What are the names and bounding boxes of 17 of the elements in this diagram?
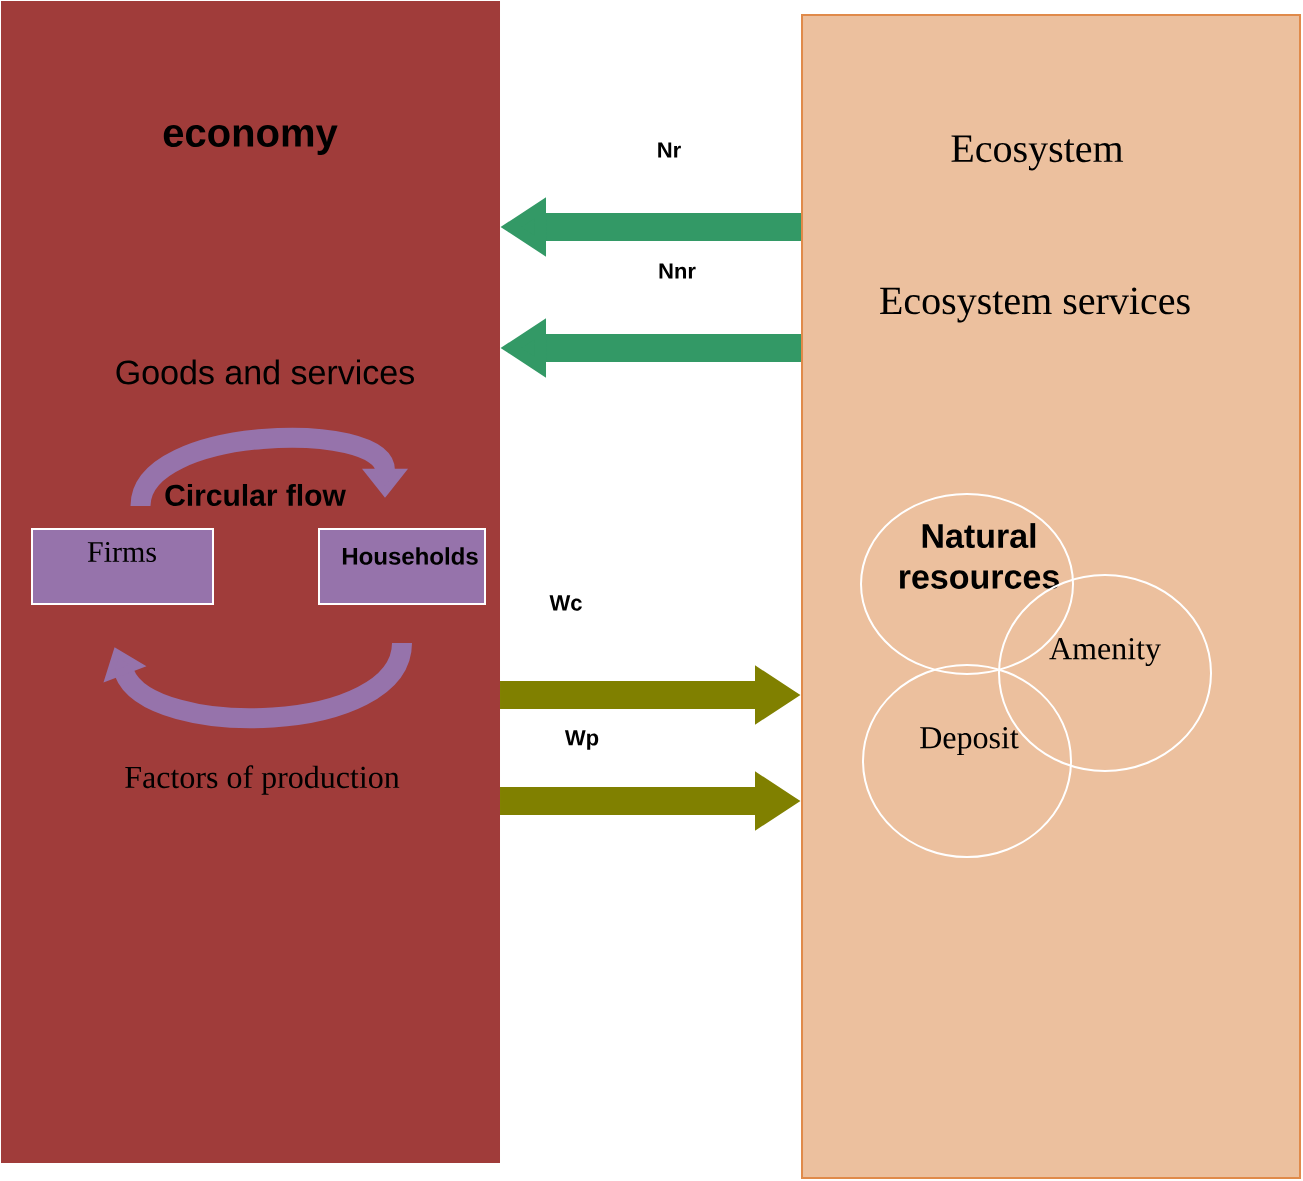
panel-heading: Ecosystem services: [880, 287, 1190, 323]
edge-label: Wp: [564, 730, 599, 750]
node-label: Natural resources: [899, 523, 1059, 589]
center-label: Circular flow: [165, 483, 346, 506]
node-label: Amenity: [1049, 637, 1161, 667]
node-label: Firms: [87, 541, 156, 563]
edge-label: Factors of production: [125, 765, 400, 795]
curved-arrow: [130, 427, 408, 509]
edge-label: Nr: [658, 142, 681, 158]
edge-label: Goods and services: [116, 359, 414, 385]
node-label: Deposit: [920, 727, 1019, 755]
panel-heading: Ecosystem: [951, 135, 1124, 171]
panel-heading: economy: [163, 125, 338, 155]
node-label: Households: [342, 547, 478, 565]
edge-label: Wc: [549, 595, 582, 611]
edge-label: Nnr: [659, 263, 696, 279]
curved-arrow: [103, 640, 412, 729]
